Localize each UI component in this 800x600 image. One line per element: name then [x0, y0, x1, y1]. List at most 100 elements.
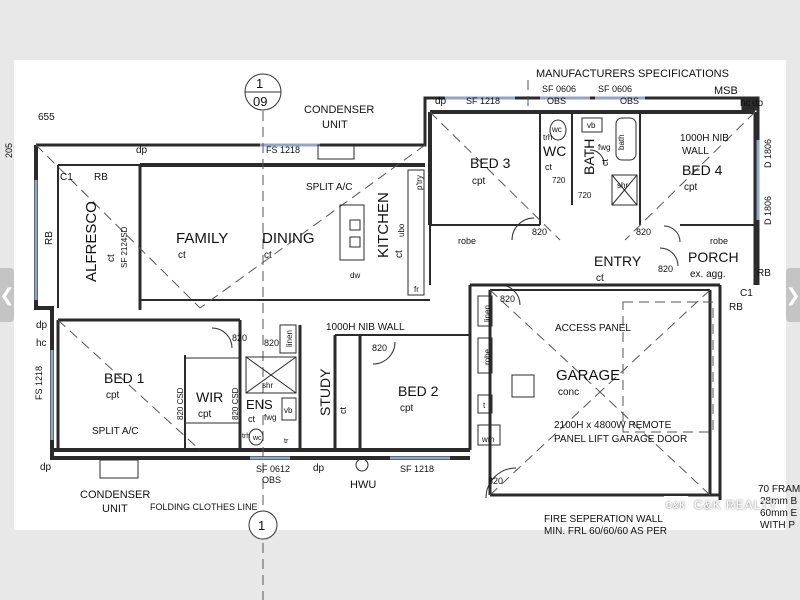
csd-a: 820 CSD	[176, 387, 185, 420]
wir-name: WIR	[196, 389, 223, 405]
obs-b: OBS	[620, 96, 639, 106]
robe-a: robe	[458, 236, 476, 246]
d820-5: 820	[488, 476, 503, 486]
d820-4: 820	[500, 294, 515, 304]
wc-floor: ct	[545, 162, 553, 172]
garage-door-1: 2100H x 4800W REMOTE	[554, 420, 672, 431]
dp-label-6: dp	[313, 463, 325, 474]
previous-image-button[interactable]: ❮	[0, 268, 15, 322]
frame-3: 60mm E	[760, 508, 798, 519]
tr-label: tr	[284, 438, 289, 445]
d1806-b: D 1806	[763, 196, 773, 225]
split-ac-bed1: SPLIT A/C	[92, 426, 139, 437]
bed3-floor: cpt	[472, 176, 486, 187]
next-image-button[interactable]: ❯	[785, 268, 800, 322]
bed4-name: BED 4	[682, 162, 723, 178]
sf-0606-b: SF 0606	[598, 84, 632, 94]
kitchen-name: KITCHEN	[375, 192, 392, 258]
plan-labels: MANUFACTURERS SPECIFICATIONS CONDENSER U…	[4, 68, 800, 537]
watermark-logo-icon: C&K	[664, 496, 688, 514]
d820-6: 820	[232, 333, 247, 343]
section-sheet-top: 09	[253, 94, 267, 109]
wir-floor: cpt	[198, 409, 212, 420]
shr-a: shr	[617, 181, 628, 190]
access-panel-label: ACCESS PANEL	[555, 323, 631, 334]
fs-1218-left: FS 1218	[34, 366, 44, 400]
d820-3: 820	[658, 264, 673, 274]
sf-0606-a: SF 0606	[542, 84, 576, 94]
alfresco-floor: ct	[106, 254, 117, 262]
frame-1: 70 FRAM	[758, 484, 800, 495]
bed4-floor: cpt	[684, 182, 698, 193]
d820-2: 820	[636, 227, 651, 237]
dp-label-2: dp	[435, 96, 447, 107]
pantry-label: p'try	[415, 175, 424, 190]
d1806-a: D 1806	[763, 139, 773, 168]
fs-1218-label: FS 1218	[266, 145, 300, 155]
vb-a: vb	[587, 121, 596, 130]
bed2-floor: cpt	[400, 403, 414, 414]
wc-fix-b: wc	[252, 435, 262, 442]
dp-label: dp	[136, 145, 148, 156]
nib-wall-mid: 1000H NIB WALL	[326, 322, 405, 333]
robe-b: robe	[710, 236, 728, 246]
d720-b: 720	[578, 191, 592, 200]
bed1-name: BED 1	[104, 370, 145, 386]
porch-floor: ex. agg.	[690, 269, 726, 280]
d720-a: 720	[552, 176, 566, 185]
kitchen-floor: ct	[394, 250, 405, 258]
dim-205: 205	[4, 143, 14, 158]
ens-floor: ct	[248, 414, 256, 424]
obs-c: OBS	[262, 475, 281, 485]
t-label: t	[483, 401, 486, 410]
fwg-a: fwg	[598, 143, 610, 152]
dining-name: DINING	[262, 230, 315, 247]
wc-name: WC	[543, 143, 566, 159]
chevron-right-icon: ❯	[785, 284, 800, 305]
rb-label: RB	[94, 172, 108, 183]
condenser-bottom: CONDENSER	[80, 489, 150, 501]
unit-top-label: UNIT	[322, 119, 348, 131]
section-num-top: 1	[256, 76, 263, 91]
folding-line-label: FOLDING CLOTHES LINE	[150, 502, 258, 512]
hwu-label: HWU	[350, 479, 376, 491]
dw-label: dw	[350, 271, 360, 280]
rb-label-2: RB	[44, 231, 55, 245]
bed2-name: BED 2	[398, 383, 439, 399]
wc-fix-a: wc	[551, 125, 562, 134]
nib-wall-top-1: 1000H NIB	[680, 133, 729, 144]
windows	[34, 96, 760, 460]
porch-name: PORCH	[688, 249, 739, 265]
family-floor: ct	[178, 250, 186, 261]
frame-2: 28mm B	[760, 496, 798, 507]
fwg-b: fwg	[264, 413, 276, 422]
bath-name: BATH	[581, 139, 597, 175]
garage-door-2: PANEL LIFT GARAGE DOOR	[554, 434, 687, 445]
hc-label-2: hc	[36, 338, 47, 349]
bath-floor: ct	[600, 159, 610, 167]
linen-a: linen	[483, 305, 492, 322]
msb-label: MSB	[714, 85, 738, 97]
d820-8: 820	[372, 343, 387, 353]
linen-b: linen	[285, 330, 294, 347]
nib-wall-top-2: WALL	[682, 146, 709, 157]
unit-bottom: UNIT	[102, 503, 128, 515]
shr-b: shr	[262, 381, 273, 390]
dining-floor: ct	[264, 250, 272, 261]
trh-b: trh	[242, 433, 250, 440]
rb-label-3: RB	[757, 268, 771, 279]
c1-left-label: C1	[60, 172, 73, 183]
robe-c: robe	[483, 348, 492, 365]
vb-b: vb	[284, 406, 293, 415]
roof-lines	[35, 80, 756, 600]
trh-label: trh	[543, 133, 552, 142]
split-ac-label: SPLIT A/C	[306, 182, 353, 193]
study-floor: ct	[338, 407, 348, 415]
fr-label: fr	[414, 285, 419, 294]
family-name: FAMILY	[176, 230, 228, 247]
obs-a: OBS	[547, 96, 566, 106]
garage-floor: conc	[558, 387, 579, 398]
sf-1218-top: SF 1218	[466, 96, 500, 106]
bed1-floor: cpt	[106, 390, 120, 401]
